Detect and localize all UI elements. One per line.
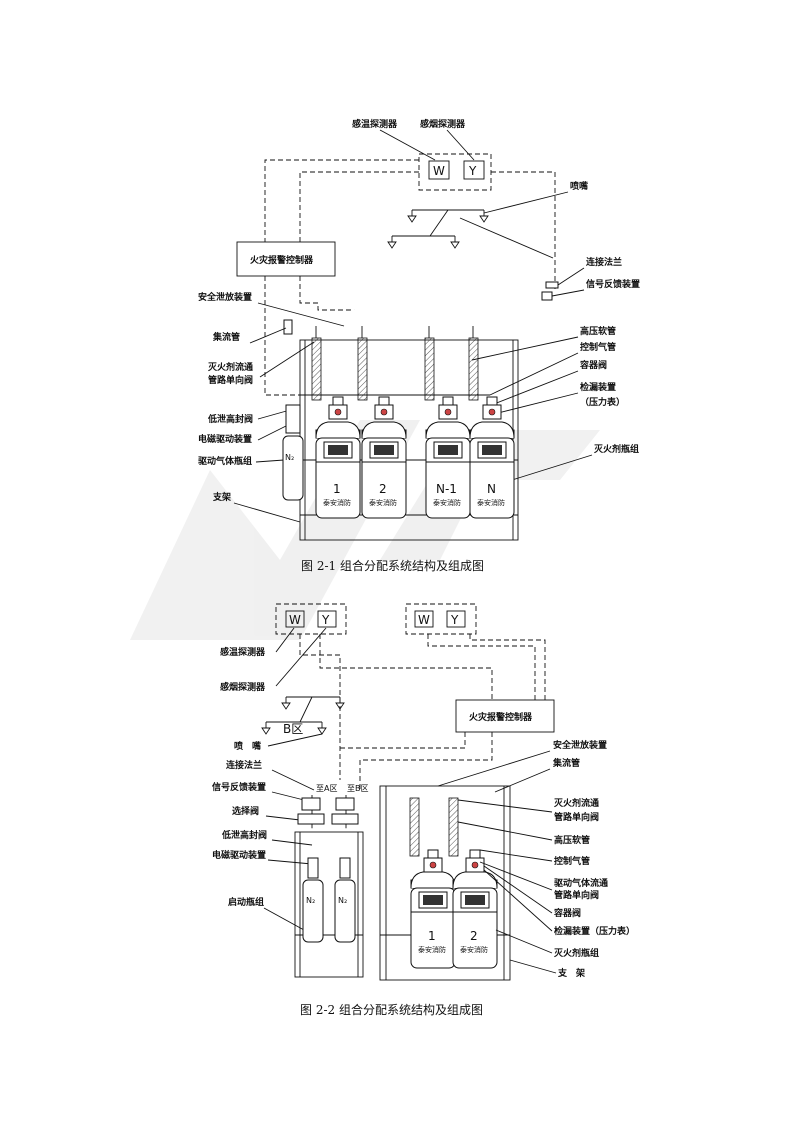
f2-cylinder-1: 1 泰安消防 bbox=[409, 797, 456, 969]
detector-w-label: W bbox=[433, 164, 445, 178]
check-valve-label-2: 管路单向阀 bbox=[208, 374, 253, 386]
heat-detector-label: 感温探测器 bbox=[352, 118, 398, 130]
f2-bracket-label: 支 架 bbox=[557, 967, 585, 979]
f2-cyl-number-1: 1 bbox=[428, 929, 436, 943]
cylinder-2: 2 泰安消防 bbox=[357, 326, 407, 519]
figure-1-caption: 图 2-1 组合分配系统结构及组成图 bbox=[301, 558, 484, 573]
f2-detector-y-b: Y bbox=[450, 613, 459, 627]
smoke-detector-label: 感烟探测器 bbox=[420, 118, 466, 130]
f2-n2-label-1: N₂ bbox=[306, 896, 315, 905]
safety-relief-label: 安全泄放装置 bbox=[198, 291, 252, 303]
f2-nozzle-label: 喷 嘴 bbox=[234, 740, 261, 752]
figure-1: W Y 感温探测器 感烟探测器 火灾报警控制器 喷嘴 bbox=[198, 118, 640, 573]
f2-cylinder-2: 2 泰安消防 bbox=[448, 797, 498, 969]
control-gas-label: 控制气管 bbox=[580, 341, 616, 353]
detector-box-a bbox=[275, 603, 347, 635]
f2-fire-alarm-controller bbox=[455, 699, 555, 733]
cyl-brand-2: 泰安消防 bbox=[369, 498, 397, 507]
f2-smoke-detector-label: 感烟探测器 bbox=[220, 681, 266, 693]
detector-box-b bbox=[405, 603, 477, 635]
cyl-brand-n: 泰安消防 bbox=[477, 498, 505, 507]
detector-y-label: Y bbox=[468, 164, 477, 178]
start-cylinder-1: N₂ bbox=[302, 857, 324, 943]
zone-b-branch-label: 至B区 bbox=[347, 784, 369, 793]
f2-control-gas-label: 控制气管 bbox=[554, 855, 590, 867]
heat-detector-symbol bbox=[428, 160, 450, 180]
smoke-detector-symbol bbox=[463, 160, 485, 180]
pressure-gauge-label: （压力表） bbox=[580, 396, 625, 408]
f2-check-valve-label-1: 灭火剂流通 bbox=[553, 797, 599, 809]
f2-low-pressure-valve-label: 低泄高封阀 bbox=[221, 829, 267, 841]
f2-drive-check-label-2: 管路单向阀 bbox=[554, 889, 599, 901]
cyl-brand-n-1: 泰安消防 bbox=[433, 498, 461, 507]
f2-drive-check-label-1: 驱动气体流通 bbox=[554, 877, 608, 889]
f2-controller-label: 火灾报警控制器 bbox=[469, 711, 533, 723]
f2-selector-valve-label: 选择阀 bbox=[232, 805, 259, 817]
detector-box bbox=[418, 153, 492, 191]
f2-check-valve-label-2: 管路单向阀 bbox=[554, 811, 599, 823]
drive-gas-label: 驱动气体瓶组 bbox=[198, 455, 252, 467]
figure-2-caption: 图 2-2 组合分配系统结构及组成图 bbox=[300, 1002, 483, 1017]
f2-solenoid-label: 电磁驱动装置 bbox=[212, 849, 266, 861]
cyl-number-1: 1 bbox=[333, 482, 341, 496]
flange-label: 连接法兰 bbox=[586, 256, 622, 268]
n2-drive-cylinder: N₂ bbox=[282, 404, 304, 501]
f2-start-cylinders-label: 启动瓶组 bbox=[228, 896, 264, 908]
zone-a-branch-label: 至A区 bbox=[316, 784, 337, 793]
f2-cyl-number-2: 2 bbox=[470, 929, 478, 943]
check-valve-label-1: 灭火剂流通 bbox=[207, 361, 253, 373]
cyl-brand-1: 泰安消防 bbox=[323, 498, 351, 507]
f2-manifold-label: 集流管 bbox=[552, 757, 580, 769]
zone-b-label: B区 bbox=[283, 722, 303, 736]
start-cylinder-frame bbox=[294, 831, 364, 978]
n2-label-1: N₂ bbox=[285, 453, 294, 462]
cyl-number-2: 2 bbox=[379, 482, 387, 496]
figure-2: W Y W Y 火灾报警控制器 B区 感温探测器 感烟探测器 bbox=[212, 603, 635, 1017]
agent-cylinders-label: 灭火剂瓶组 bbox=[593, 443, 639, 455]
fire-alarm-controller bbox=[236, 241, 336, 277]
f2-heat-detector-label: 感温探测器 bbox=[220, 646, 266, 658]
cyl-number-n-1: N-1 bbox=[436, 482, 457, 496]
f2-safety-relief-label: 安全泄放装置 bbox=[553, 739, 607, 751]
f2-check-device-label: 检漏装置（压力表） bbox=[554, 925, 635, 937]
cylinder-n-1: N-1 泰安消防 bbox=[424, 326, 471, 519]
f2-hp-hose-label: 高压软管 bbox=[554, 834, 590, 846]
f2-signal-feedback-label: 信号反馈装置 bbox=[212, 781, 266, 793]
cylinder-1: 1 泰安消防 bbox=[311, 326, 361, 519]
f2-detector-w-a: W bbox=[289, 613, 301, 627]
f2-flange-label: 连接法兰 bbox=[226, 759, 262, 771]
start-cylinder-2: N₂ bbox=[334, 857, 356, 943]
manifold-label: 集流管 bbox=[212, 331, 240, 343]
f2-container-valve-label: 容器阀 bbox=[553, 907, 581, 919]
f2-cyl-brand-2: 泰安消防 bbox=[460, 945, 488, 954]
signal-feedback-label: 信号反馈装置 bbox=[586, 278, 640, 290]
solenoid-label: 电磁驱动装置 bbox=[198, 433, 252, 445]
controller-label: 火灾报警控制器 bbox=[250, 254, 314, 266]
check-device-label: 检漏装置 bbox=[580, 381, 616, 393]
f2-detector-w-b: W bbox=[418, 613, 430, 627]
f2-bracket-frame bbox=[379, 785, 511, 981]
cyl-number-n: N bbox=[487, 482, 496, 496]
f2-cyl-brand-1: 泰安消防 bbox=[418, 945, 446, 954]
cylinder-n: N 泰安消防 bbox=[468, 326, 515, 519]
f2-agent-cylinders-label: 灭火剂瓶组 bbox=[553, 947, 599, 959]
f2-detector-y-a: Y bbox=[321, 613, 330, 627]
bracket-label: 支架 bbox=[212, 491, 231, 503]
nozzle-label: 喷嘴 bbox=[570, 180, 588, 192]
hp-hose-label: 高压软管 bbox=[580, 325, 616, 337]
container-valve-label: 容器阀 bbox=[579, 359, 607, 371]
low-pressure-valve-label: 低泄高封阀 bbox=[207, 413, 253, 425]
f2-n2-label-2: N₂ bbox=[338, 896, 347, 905]
